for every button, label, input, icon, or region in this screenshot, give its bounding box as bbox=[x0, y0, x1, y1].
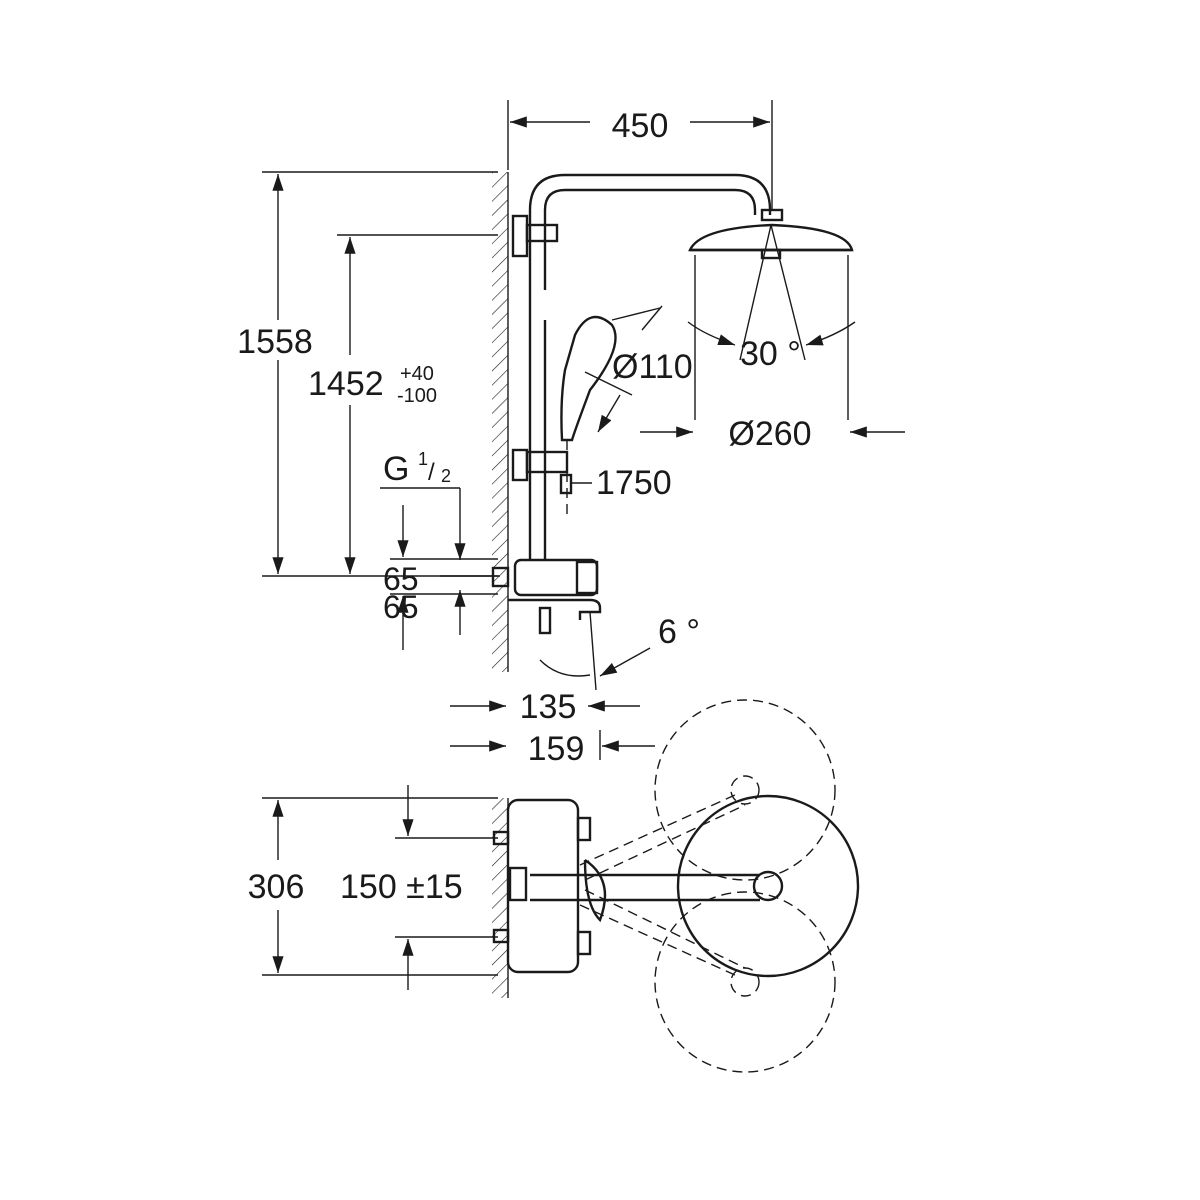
inlet-dimensions: G 1 / 2 65 65 bbox=[380, 449, 498, 650]
hose-length-label: 1750 bbox=[596, 464, 672, 502]
dim-450-label: 450 bbox=[612, 107, 669, 145]
hand-diameter-label: Ø110 bbox=[612, 348, 693, 386]
thermostat-elevation: 6 ° bbox=[491, 558, 700, 691]
tolerance-plus: +40 bbox=[400, 363, 434, 385]
head-diameter-label: Ø260 bbox=[728, 415, 811, 453]
inlet-offset-lower: 65 bbox=[383, 589, 419, 625]
thread-num: 1 bbox=[418, 449, 428, 469]
dim-306-label: 306 bbox=[248, 868, 305, 906]
dim-159-label: 159 bbox=[528, 730, 585, 768]
wall-plan bbox=[492, 798, 509, 998]
tolerance-minus: -100 bbox=[397, 385, 437, 407]
dim-135-label: 135 bbox=[520, 688, 577, 726]
dim-1558-label: 1558 bbox=[237, 323, 313, 361]
inlet-offset-upper: 65 bbox=[383, 561, 419, 597]
hand-shower: Ø110 1750 bbox=[559, 305, 693, 520]
dimension-450: 450 bbox=[507, 100, 773, 210]
dim-150-label: 150 ±15 bbox=[340, 868, 463, 906]
wall-elevation bbox=[492, 172, 509, 672]
thread-den: 2 bbox=[441, 466, 451, 486]
projection-dimensions: 135 159 bbox=[450, 688, 655, 768]
dim-1452-label: 1452 bbox=[308, 365, 384, 403]
plan-dimensions: 306 150 ±15 bbox=[248, 785, 498, 990]
spout-angle-label: 6 ° bbox=[658, 613, 700, 651]
dimension-1452: 1452 +40 -100 bbox=[308, 234, 498, 574]
head-shower: 30 ° Ø260 bbox=[640, 208, 905, 453]
spray-angle-label: 30 ° bbox=[740, 335, 801, 373]
thread-g: G bbox=[383, 450, 409, 488]
thread-slash: / bbox=[428, 459, 435, 486]
plan-view bbox=[492, 699, 860, 1073]
